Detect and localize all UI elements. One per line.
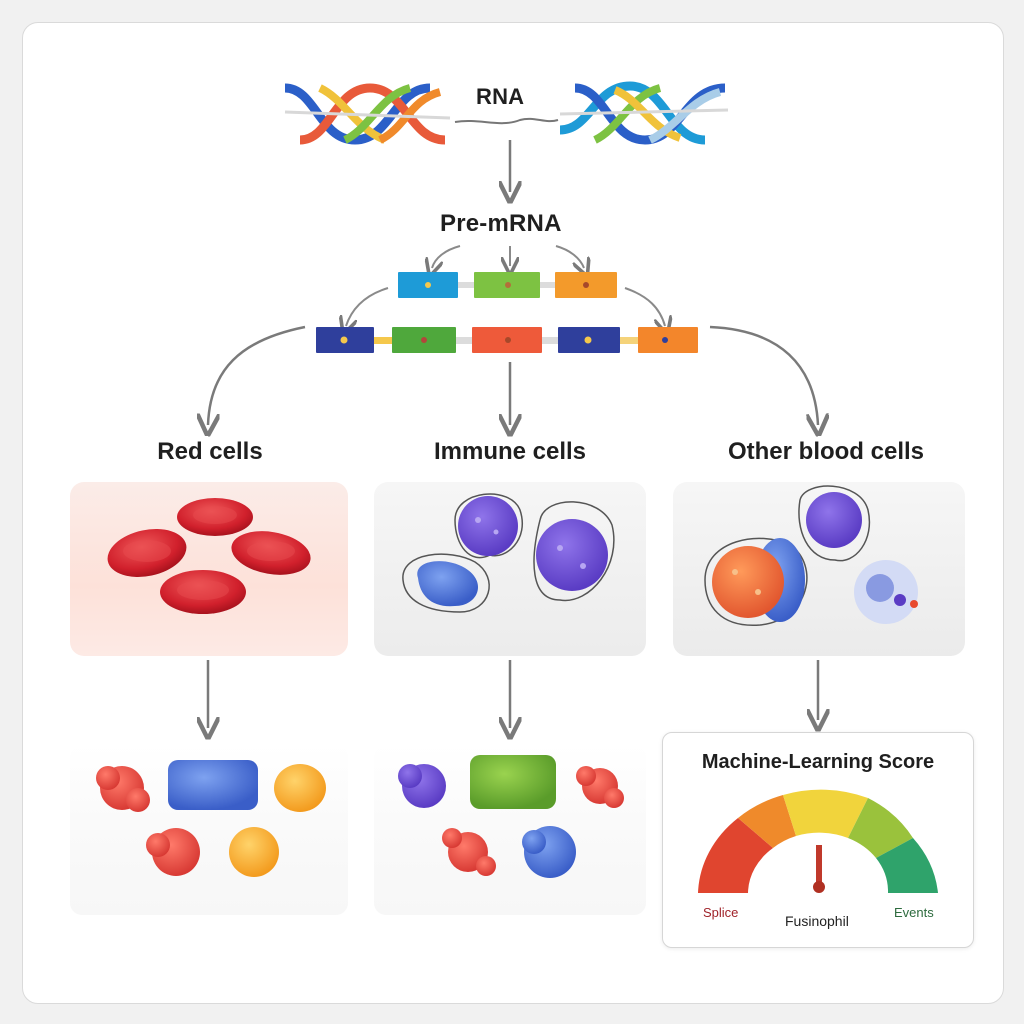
gauge-arc [698,789,938,893]
arrow-exon-left [346,287,389,326]
gauge-label-center: Fusinophil [785,913,849,929]
gauge-needle [816,845,822,885]
immune-cells-title: Immune cells [433,438,587,465]
rna-label: RNA [476,84,525,109]
ml-score-card: Machine-Learning Score Splice Fusinophil… [662,732,974,948]
rna-helix-left-icon [284,83,451,145]
arrow-to-red-cells [208,325,306,425]
pre-mrna-label: Pre-mRNA [440,210,562,237]
other-blood-cells-title: Other blood cells [727,438,925,465]
gauge-label-events: Events [894,905,934,920]
other-blood-cells-icon [704,485,918,626]
arrow-exon-right [624,287,665,326]
score-gauge [698,789,938,893]
rna-helix-right-icon [559,81,729,145]
gauge-pivot [813,881,825,893]
red-blood-cells-icon [107,498,311,614]
exon-row-top [398,272,617,298]
red-cells-title: Red cells [157,438,263,465]
ml-score-title: Machine-Learning Score [701,751,935,773]
arrow-small-1 [432,245,461,268]
gauge-label-splice: Splice [703,905,739,920]
exon-row-bottom [316,327,698,353]
arrow-small-3 [555,245,584,268]
arrow-to-other-cells [709,325,818,425]
red-cell-proteins-icon [96,760,326,877]
rna-strand-line [454,117,559,125]
immune-cell-proteins-icon [398,755,624,878]
immune-cells-icon [402,493,615,613]
